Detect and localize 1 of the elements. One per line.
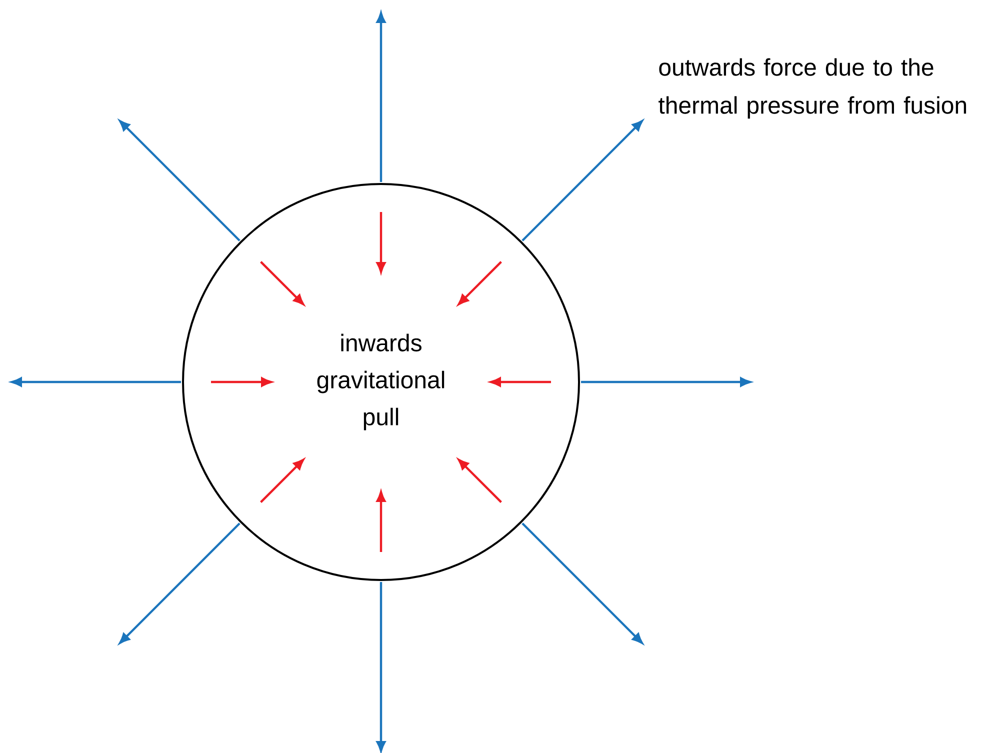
annotation-text: outwards force due to the thermal pressure from fusion <box>658 58 966 119</box>
